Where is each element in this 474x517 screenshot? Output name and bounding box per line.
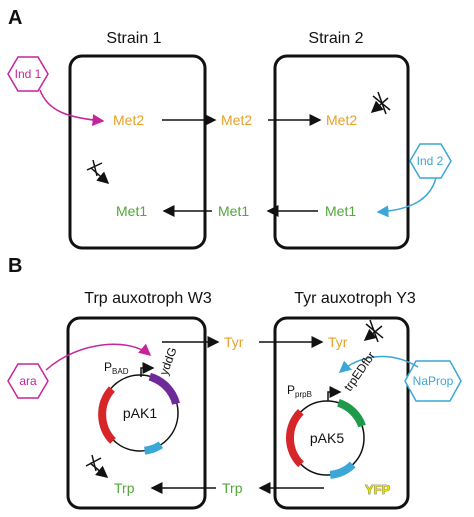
- y3-tyr-knockout-icon: [363, 319, 384, 343]
- strain2-met2-knockout-icon: [370, 91, 391, 115]
- strain1-title: Strain 1: [106, 30, 161, 47]
- pbad-label: PBAD: [104, 360, 129, 376]
- pak1-cyan-gene: [143, 441, 164, 455]
- yddg-label: yddG: [157, 345, 180, 377]
- inducer2-label: Ind 2: [417, 154, 444, 168]
- yfp-label: YFP: [365, 482, 391, 497]
- shared-met2: Met2: [221, 112, 252, 128]
- pak1-label: pAK1: [123, 405, 157, 421]
- pprpb-label: PprpB: [287, 383, 312, 399]
- pak1-plasmid: PBAD yddG pAK1: [98, 345, 180, 455]
- ara-arrow: [45, 343, 152, 371]
- panel-a-letter: A: [8, 7, 22, 29]
- pprpb-promoter-icon: [327, 386, 342, 401]
- w3-title: Trp auxotroph W3: [84, 290, 212, 307]
- strain2-met2: Met2: [326, 112, 357, 128]
- inducer2-arrow: [376, 177, 437, 218]
- pak5-label: pAK5: [310, 430, 344, 446]
- shared-tyr: Tyr: [224, 334, 244, 350]
- pak1-red-gene: [98, 386, 116, 444]
- y3-cell: [273, 316, 410, 510]
- pak5-plasmid: PprpB trpEDfbr pAK5: [285, 349, 378, 479]
- naprop-arrow: [338, 355, 419, 373]
- pak5-cyan-gene: [329, 461, 356, 479]
- yddg-gene: [148, 372, 180, 406]
- w3-trp-knockout-icon: [85, 454, 109, 478]
- panel-b-letter: B: [8, 255, 22, 277]
- pak5-red-gene: [285, 408, 304, 468]
- ara-label: ara: [19, 374, 37, 388]
- inducer1-arrow: [39, 89, 105, 127]
- ara-hexagon: ara: [7, 363, 49, 399]
- w3-cell: [66, 316, 207, 510]
- shared-trp: Trp: [222, 480, 243, 496]
- strain1-met1: Met1: [116, 203, 147, 219]
- strain1-met2: Met2: [113, 112, 144, 128]
- inducer1-label: Ind 1: [15, 67, 42, 81]
- w3-trp: Trp: [114, 480, 135, 496]
- naprop-hexagon: NaProp: [404, 360, 462, 402]
- y3-tyr: Tyr: [328, 334, 348, 350]
- pbad-promoter-icon: [140, 362, 155, 377]
- strain1-cell: [68, 54, 207, 250]
- strain2-met1: Met1: [325, 203, 356, 219]
- y3-title: Tyr auxotroph Y3: [294, 290, 416, 307]
- strain2-cell: [273, 54, 410, 250]
- strain1-met1-knockout-icon: [86, 159, 110, 184]
- naprop-label: NaProp: [413, 374, 454, 388]
- trpedfbr-gene: [336, 398, 366, 428]
- trpedfbr-label: trpEDfbr: [341, 349, 378, 394]
- inducer2-hexagon: Ind 2: [409, 143, 452, 179]
- shared-met1: Met1: [218, 203, 249, 219]
- strain2-title: Strain 2: [308, 30, 363, 47]
- inducer1-hexagon: Ind 1: [7, 56, 49, 92]
